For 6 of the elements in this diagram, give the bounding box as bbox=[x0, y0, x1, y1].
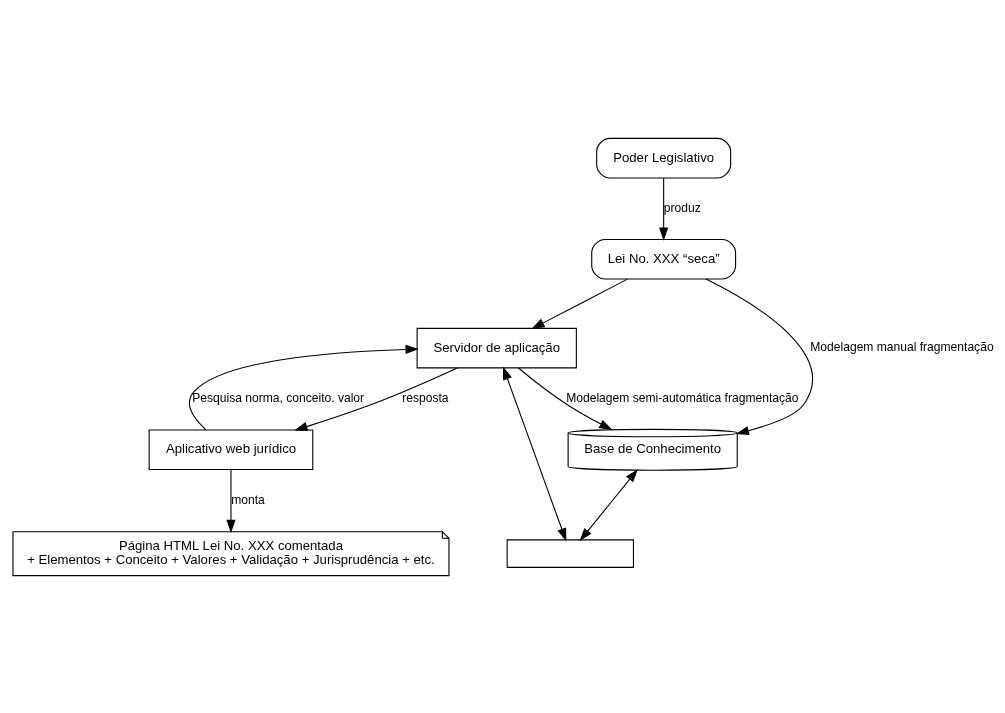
edge-label: resposta bbox=[402, 390, 449, 405]
edge-label: Pesquisa norma, conceito. valor bbox=[192, 390, 365, 405]
edge-label: produz bbox=[663, 200, 701, 215]
edge-label: monta bbox=[231, 492, 265, 507]
edge-label: Modelagem semi-automática fragmentação bbox=[566, 390, 799, 405]
edge-label: Modelagem manual fragmentação bbox=[810, 339, 994, 354]
